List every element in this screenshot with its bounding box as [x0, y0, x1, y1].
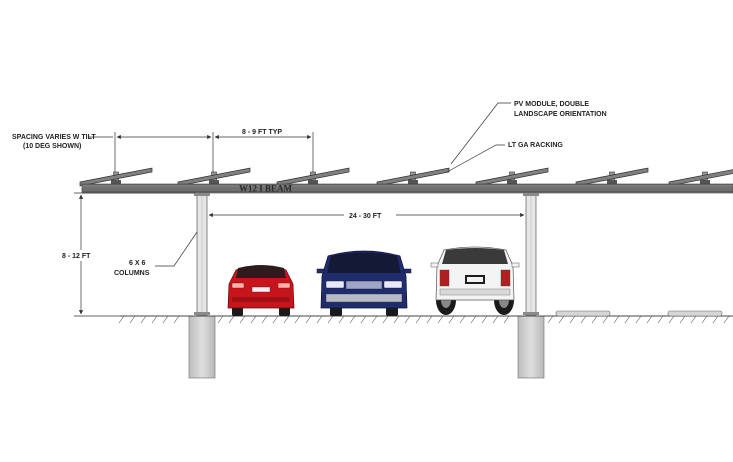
spacing-note-line2: (10 DEG SHOWN)	[23, 143, 81, 150]
columns-label-line1: 6 X 6	[129, 260, 145, 267]
pv-module	[376, 167, 450, 187]
ground-line	[118, 315, 733, 324]
columns-callout: 6 X 6 COLUMNS	[114, 231, 198, 277]
panel-spacing-dimension: 8 - 9 FT TYP	[88, 129, 314, 172]
red-sedan	[227, 265, 295, 316]
column-right	[523, 192, 539, 316]
pv-module	[79, 167, 153, 187]
column-span-dimension: 24 - 30 FT	[208, 209, 525, 220]
panel-spacing-label: 8 - 9 FT TYP	[242, 129, 282, 136]
height-label: 8 - 12 FT	[62, 253, 91, 260]
pv-modules	[79, 167, 733, 187]
pv-module-callout: PV MODULE, DOUBLE LANDSCAPE ORIENTATION	[450, 101, 607, 165]
racking-callout: LT GA RACKING	[446, 142, 563, 173]
racking-label: LT GA RACKING	[508, 142, 563, 149]
beam-label: W12 I BEAM	[239, 184, 293, 194]
i-beam: W12 I BEAM	[81, 184, 733, 194]
pv-module	[668, 169, 733, 187]
pv-module-label-line2: LANDSCAPE ORIENTATION	[514, 111, 607, 118]
columns-label-line2: COLUMNS	[114, 270, 150, 277]
footing-right	[517, 315, 545, 379]
pv-module	[475, 167, 549, 187]
blue-minivan	[316, 250, 412, 316]
wheel-stops	[555, 310, 723, 317]
column-left	[194, 192, 210, 316]
pv-module	[575, 167, 649, 187]
height-dimension: 8 - 12 FT	[60, 192, 195, 317]
spacing-note-line1: SPACING VARIES W TILT	[12, 134, 96, 141]
white-suv	[430, 246, 520, 315]
footing-left	[188, 315, 216, 379]
pv-module-label-line1: PV MODULE, DOUBLE	[514, 101, 589, 108]
column-span-label: 24 - 30 FT	[349, 213, 382, 220]
